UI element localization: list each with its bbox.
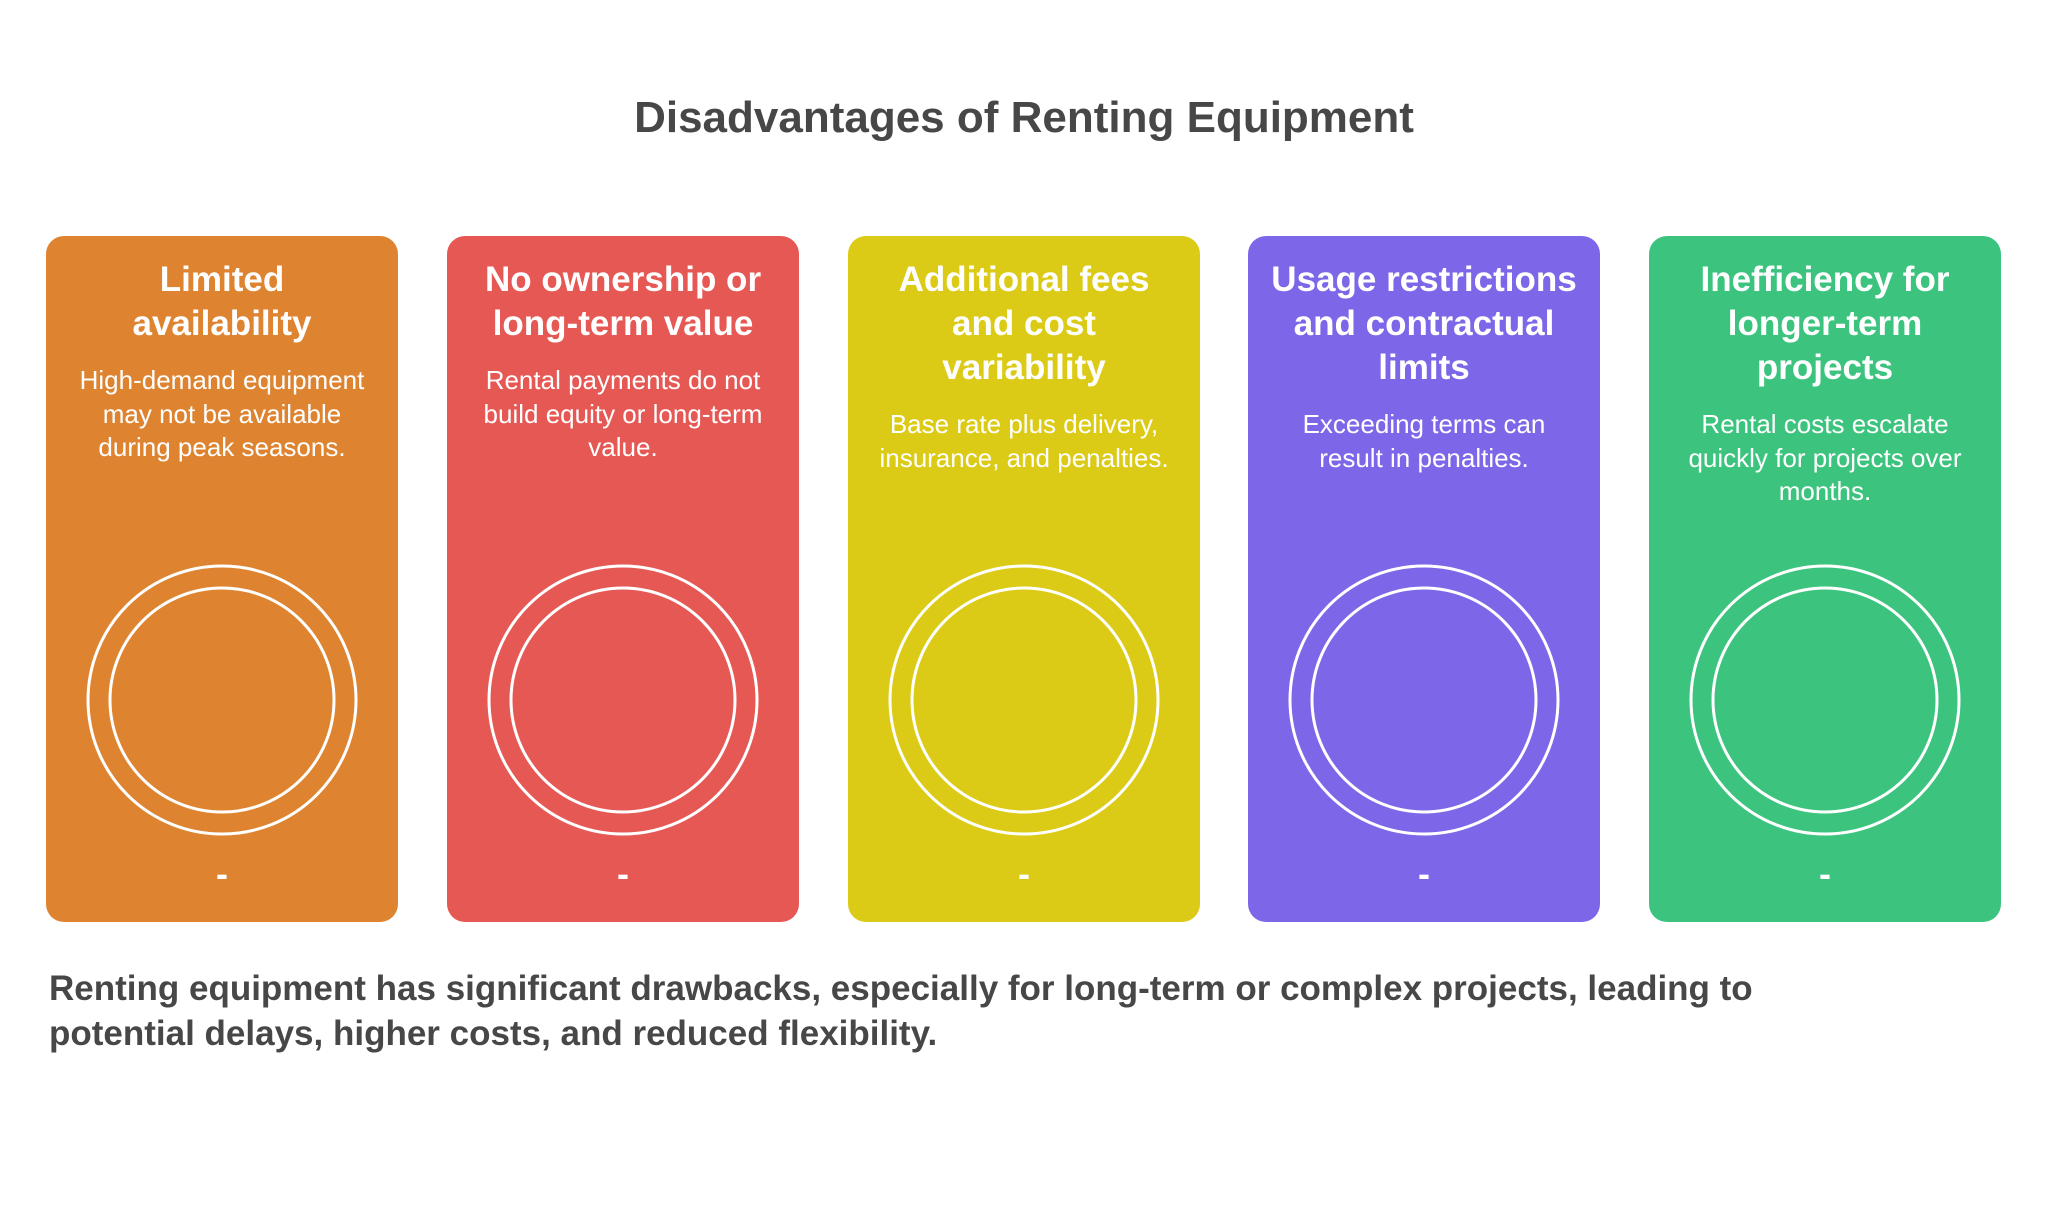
card-marker: - bbox=[1819, 853, 1831, 894]
card-title: Additional fees and cost variability bbox=[898, 260, 1150, 387]
circle-icon bbox=[487, 564, 759, 836]
summary-text: Renting equipment has significant drawba… bbox=[49, 969, 1753, 1053]
card-title: No ownership or long-term value bbox=[484, 260, 762, 343]
card-text: No ownership or long-term value Rental p… bbox=[467, 258, 779, 465]
circle-icon bbox=[1288, 564, 1560, 836]
card-marker: - bbox=[1418, 853, 1430, 894]
card-additional-fees: Additional fees and cost variability Bas… bbox=[848, 236, 1200, 922]
circle-icon bbox=[86, 564, 358, 836]
card-text: Inefficiency for longer-term projects Re… bbox=[1669, 258, 1981, 509]
card-title: Inefficiency for longer-term projects bbox=[1700, 260, 1950, 387]
card-marker: - bbox=[1018, 853, 1030, 894]
page-title: Disadvantages of Renting Equipment bbox=[634, 93, 1414, 142]
circle-icon bbox=[888, 564, 1160, 836]
card-description: High-demand equipment may not be availab… bbox=[79, 365, 365, 462]
card-limited-availability: Limited availability High-demand equipme… bbox=[46, 236, 398, 922]
card-inefficiency: Inefficiency for longer-term projects Re… bbox=[1649, 236, 2001, 922]
card-description: Rental payments do not build equity or l… bbox=[483, 365, 763, 462]
card-text: Additional fees and cost variability Bas… bbox=[868, 258, 1180, 475]
card-description: Exceeding terms can result in penalties. bbox=[1302, 409, 1546, 473]
card-description: Rental costs escalate quickly for projec… bbox=[1688, 409, 1962, 506]
cards-row: Limited availability High-demand equipme… bbox=[46, 236, 2002, 922]
card-usage-restrictions: Usage restrictions and contractual limit… bbox=[1248, 236, 1600, 922]
card-marker: - bbox=[617, 853, 629, 894]
circle-icon bbox=[1689, 564, 1961, 836]
card-text: Limited availability High-demand equipme… bbox=[66, 258, 378, 465]
card-description: Base rate plus delivery, insurance, and … bbox=[879, 409, 1169, 473]
card-title: Usage restrictions and contractual limit… bbox=[1271, 260, 1577, 387]
card-marker: - bbox=[216, 853, 228, 894]
card-title: Limited availability bbox=[132, 260, 312, 343]
card-no-ownership: No ownership or long-term value Rental p… bbox=[447, 236, 799, 922]
card-text: Usage restrictions and contractual limit… bbox=[1268, 258, 1580, 475]
